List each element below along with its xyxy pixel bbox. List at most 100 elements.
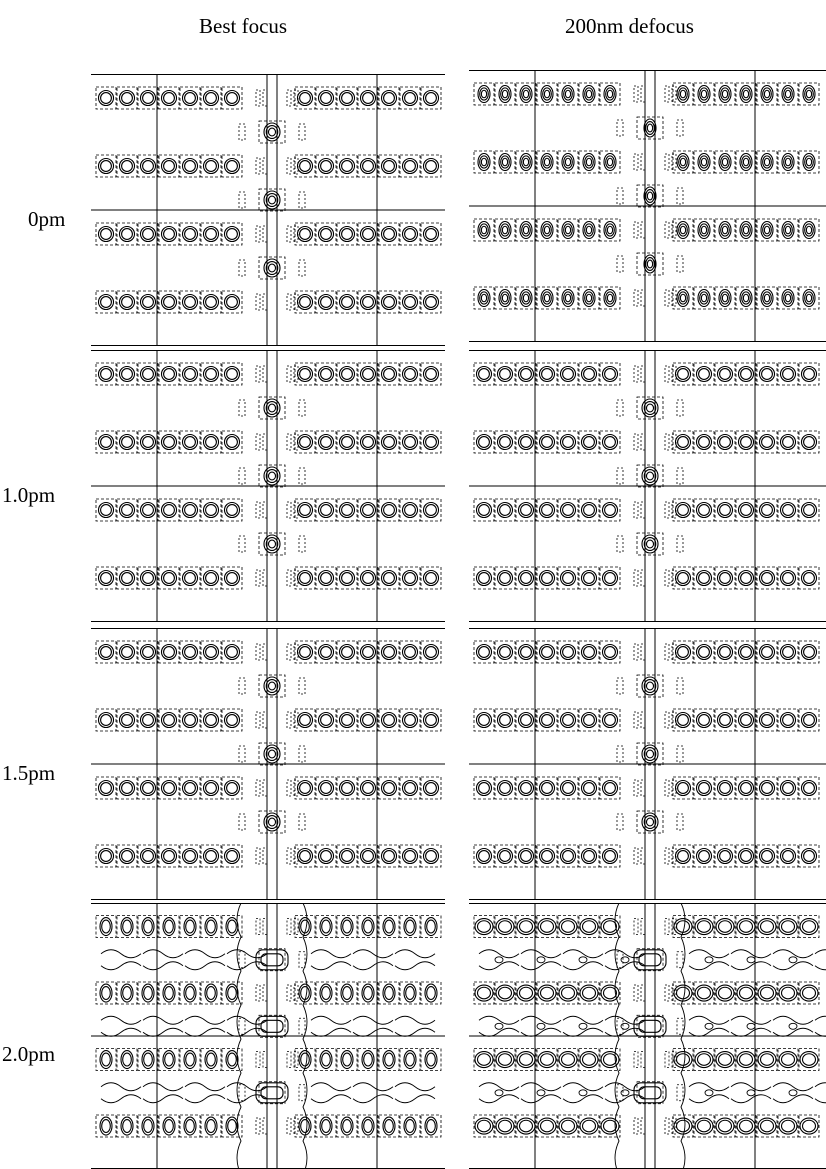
assist-outline xyxy=(676,1017,684,1035)
contour-spot xyxy=(580,365,598,383)
mask-outline xyxy=(137,222,159,246)
slot-outline xyxy=(286,569,292,587)
contour-spot xyxy=(539,920,555,933)
sidelobe-contour xyxy=(746,1022,756,1030)
contour-spot xyxy=(538,569,556,587)
contour-spot xyxy=(496,847,514,865)
center-mask-outline xyxy=(636,674,664,698)
contour-spot xyxy=(759,1053,775,1066)
contour-spot xyxy=(564,157,572,167)
mask-outline xyxy=(714,776,736,800)
mask-outline xyxy=(494,430,516,454)
mask-outline xyxy=(599,498,621,522)
contour-spot xyxy=(758,365,776,383)
contour-spot xyxy=(606,225,614,235)
mask-outline xyxy=(378,1048,400,1071)
mask-outline xyxy=(315,776,337,800)
sidelobe-contour xyxy=(478,1027,520,1037)
contour-spot xyxy=(342,985,352,1001)
contour-spot xyxy=(118,365,136,383)
contour-spot xyxy=(202,569,220,587)
contour-spot xyxy=(319,1116,333,1136)
mask-outline xyxy=(116,498,138,522)
contour-spot xyxy=(538,501,556,519)
contour-spot xyxy=(805,157,813,167)
mask-outline xyxy=(494,218,516,242)
contour-spot xyxy=(299,296,311,308)
mask-outline xyxy=(693,844,715,868)
slot-outline xyxy=(255,643,261,661)
slot-outline xyxy=(293,847,299,865)
center-mask-outline xyxy=(636,464,664,488)
slot-outline xyxy=(293,365,299,383)
contour-spot xyxy=(184,504,196,516)
mask-outline xyxy=(714,286,736,310)
contour-spot xyxy=(263,398,281,418)
mask-outline xyxy=(578,776,600,800)
mask-outline xyxy=(95,430,117,454)
contour-spot xyxy=(362,572,374,584)
contour-spot xyxy=(121,646,133,658)
mask-outline xyxy=(557,915,579,938)
contour-spot xyxy=(265,746,279,762)
mask-outline xyxy=(294,844,316,868)
contour-spot xyxy=(675,1119,691,1133)
assist-outline xyxy=(616,677,624,695)
contour-spot xyxy=(380,779,398,797)
sidelobe-contour xyxy=(352,961,394,971)
contour-spot xyxy=(778,984,798,1002)
contour-spot xyxy=(267,817,277,827)
mask-outline xyxy=(336,222,358,246)
contour-spot xyxy=(604,646,616,658)
mask-outline xyxy=(473,218,495,242)
contour-spot xyxy=(497,1053,513,1066)
mask-outline xyxy=(95,290,117,314)
contour-spot xyxy=(100,714,112,726)
contour-spot xyxy=(800,365,818,383)
contour-spot xyxy=(601,365,619,383)
contour-spot xyxy=(761,572,773,584)
mask-outline xyxy=(515,150,537,174)
center-mask-outline xyxy=(258,948,286,972)
contour-spot xyxy=(539,986,555,1000)
mask-outline xyxy=(473,981,495,1005)
contour-spot xyxy=(380,293,398,311)
contour-spot xyxy=(677,646,689,658)
sidelobe-contour xyxy=(142,961,184,971)
contour-spot xyxy=(97,225,115,243)
contour-spot xyxy=(799,917,819,936)
mask-outline xyxy=(315,290,337,314)
contour-spot xyxy=(538,779,556,797)
contour-spot xyxy=(736,917,756,936)
mask-outline xyxy=(221,1114,243,1138)
contour-spot xyxy=(340,1049,354,1070)
assist-outline xyxy=(238,677,246,695)
mask-outline xyxy=(221,86,243,110)
contour-spot xyxy=(204,983,218,1003)
assist-outline xyxy=(676,255,684,273)
assist-outline xyxy=(298,1017,306,1035)
mask-outline xyxy=(777,430,799,454)
contour-spot xyxy=(537,984,557,1002)
contour-spot xyxy=(160,365,178,383)
contour-spot xyxy=(317,711,335,729)
slot-outline xyxy=(262,643,268,661)
contour-spot xyxy=(600,917,620,936)
mask-outline xyxy=(536,708,558,732)
contour-spot xyxy=(677,850,689,862)
contour-spot xyxy=(501,293,509,303)
contour-spot xyxy=(320,714,332,726)
contour-spot xyxy=(142,782,154,794)
sidelobe-contour xyxy=(814,1082,826,1088)
contour-spot xyxy=(475,711,493,729)
contour-spot xyxy=(474,984,494,1002)
contour-spot xyxy=(160,847,178,865)
contour-spot xyxy=(645,471,655,481)
contour-spot xyxy=(784,89,792,99)
contour-spot xyxy=(300,1052,310,1067)
center-mask-outline xyxy=(636,252,664,276)
slot-outline xyxy=(286,918,292,935)
slot-outline xyxy=(671,847,677,865)
contour-spot xyxy=(784,157,792,167)
contour-spot xyxy=(384,1118,394,1134)
